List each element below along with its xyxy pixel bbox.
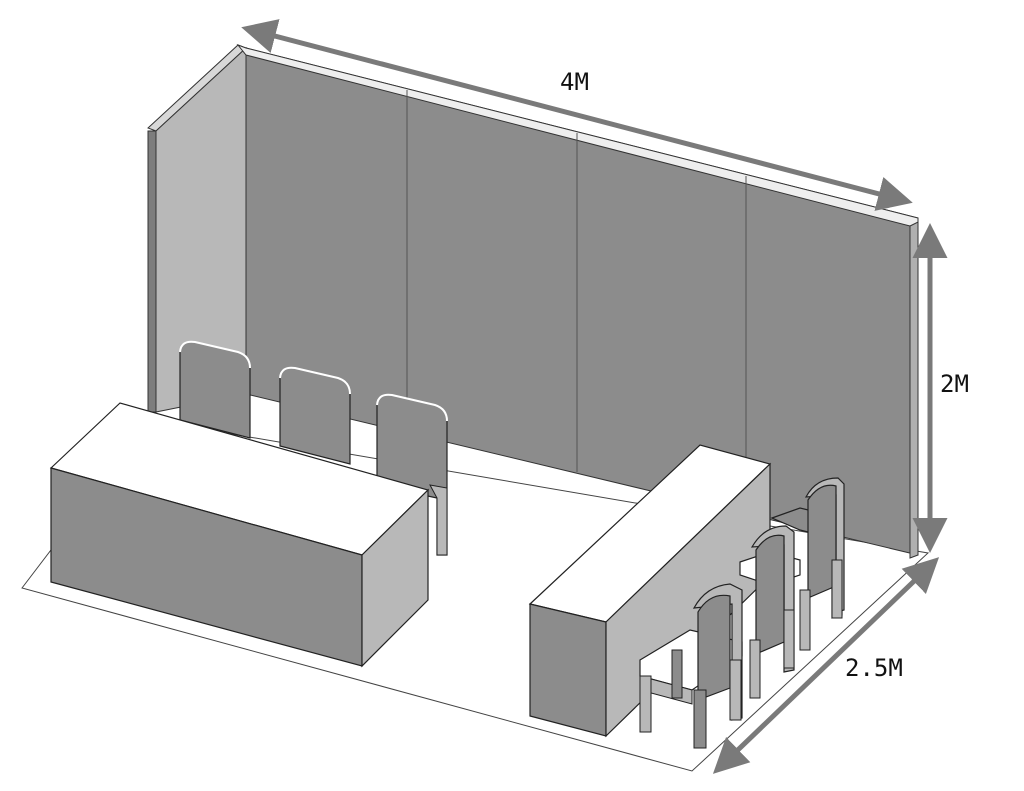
chair-back-left-3 xyxy=(376,393,448,556)
width-dimension-label: 4M xyxy=(560,68,589,96)
chair-back-left-2 xyxy=(279,366,351,465)
chair-back-left-1 xyxy=(179,340,251,439)
width-dimension-arrow xyxy=(241,19,913,211)
depth-dimension-label: 2.5M xyxy=(845,654,903,682)
left-table xyxy=(49,402,430,668)
depth-dimension-arrow xyxy=(712,557,940,774)
height-dimension-label: 2M xyxy=(940,370,969,398)
left-side-wall xyxy=(147,44,247,413)
